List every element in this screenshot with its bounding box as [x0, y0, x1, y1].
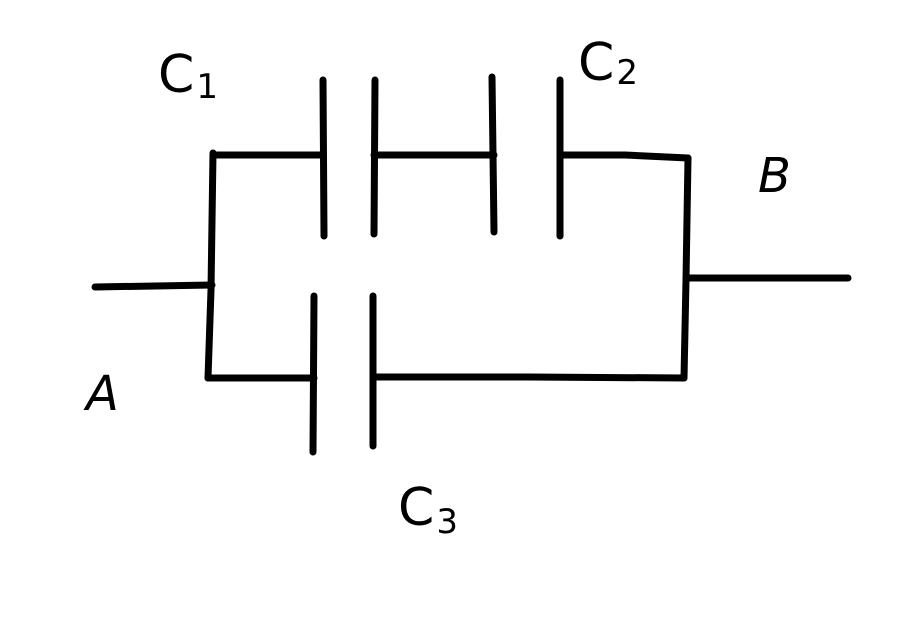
left-rail-wire	[204, 149, 217, 382]
capacitor-c2-left-plate	[488, 73, 498, 236]
capacitor-c3-label: C3	[398, 478, 458, 542]
terminal-wire-a	[91, 281, 216, 291]
top-wire-right	[556, 151, 692, 162]
bottom-wire-right	[369, 373, 688, 382]
capacitor-c1-right-plate	[370, 76, 379, 238]
capacitor-c1-left-plate	[319, 76, 328, 240]
node-b-label: B	[758, 148, 791, 204]
capacitor-c3-left-plate	[309, 292, 318, 456]
node-a-label: A	[83, 366, 119, 422]
capacitor-c1-label: C1	[158, 45, 218, 107]
right-rail-wire	[680, 154, 692, 382]
capacitor-c2-label: C2	[578, 33, 638, 93]
